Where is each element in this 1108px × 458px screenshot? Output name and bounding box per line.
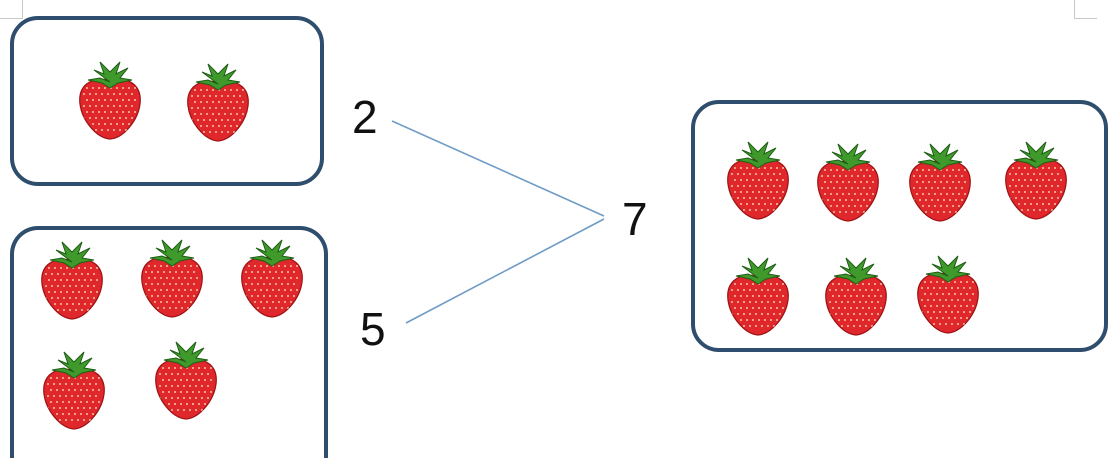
strawberry-icon [1000,138,1072,220]
strawberry-icon [812,140,884,222]
connector-line-bottom [405,218,605,324]
strawberry-icon [36,238,108,320]
group-box-top-left [10,16,324,186]
strawberry-icon [904,140,976,222]
connector-line-top [391,120,605,217]
strawberry-icon [182,60,254,142]
strawberry-icon [74,58,146,140]
strawberry-icon [38,348,110,430]
part-number-a: 2 [352,91,378,143]
part-number-b: 5 [360,303,386,355]
strawberry-icon [722,138,794,220]
page-corner-mark-right [1074,0,1097,19]
strawberry-icon [236,236,308,318]
strawberry-icon [150,338,222,420]
strawberry-icon [912,252,984,334]
strawberry-icon [136,236,208,318]
strawberry-icon [820,254,892,336]
whole-number: 7 [622,193,648,245]
page-corner-mark-left [0,0,23,19]
strawberry-icon [722,254,794,336]
